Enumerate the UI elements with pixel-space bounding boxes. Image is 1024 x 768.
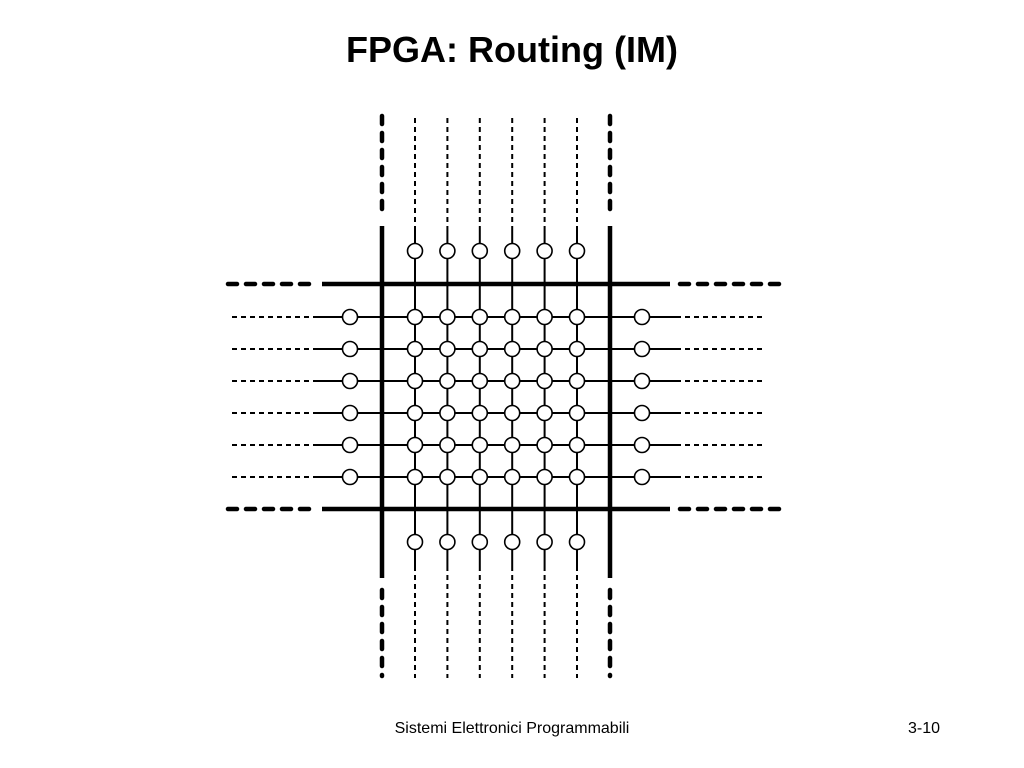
switch-point-matrix-r3-c3: [471, 372, 489, 390]
switch-point-matrix-r5-c3: [471, 436, 489, 454]
switch-point-matrix-r6-c3: [471, 468, 489, 486]
switch-point-matrix-r4-c2: [439, 404, 456, 422]
switch-point-left-1: [341, 308, 359, 326]
switch-point-right-2: [633, 340, 651, 358]
switch-point-matrix-r6-c2: [439, 468, 456, 486]
switch-point-bottom-1: [406, 533, 424, 551]
switch-point-left-3: [341, 372, 359, 390]
switch-point-right-6: [633, 468, 651, 486]
switch-point-matrix-r6-c5: [536, 468, 553, 486]
switch-point-matrix-r5-c6: [568, 436, 586, 454]
switch-point-top-4: [503, 242, 521, 260]
switch-point-top-6: [568, 242, 586, 260]
switch-point-matrix-r5-c5: [536, 436, 553, 454]
switch-point-bottom-6: [568, 533, 586, 551]
switch-point-matrix-r4-c3: [471, 404, 489, 422]
switch-point-matrix-r2-c5: [536, 340, 553, 358]
switch-point-top-5: [536, 242, 553, 260]
switch-point-matrix-r5-c1: [406, 436, 424, 454]
switch-point-matrix-r1-c4: [503, 308, 521, 326]
switch-point-matrix-r1-c6: [568, 308, 586, 326]
switch-point-matrix-r3-c2: [439, 372, 456, 390]
switch-point-matrix-r3-c1: [406, 372, 424, 390]
switch-point-right-4: [633, 404, 651, 422]
switch-point-left-5: [341, 436, 359, 454]
switch-point-matrix-r3-c5: [536, 372, 553, 390]
switch-point-top-3: [471, 242, 489, 260]
switch-point-matrix-r2-c6: [568, 340, 586, 358]
switch-point-matrix-r4-c4: [503, 404, 521, 422]
switch-point-left-2: [341, 340, 359, 358]
footer-course-name: Sistemi Elettronici Programmabili: [394, 720, 630, 737]
switch-point-matrix-r4-c5: [536, 404, 553, 422]
switch-point-top-2: [439, 242, 456, 260]
switch-point-bottom-5: [536, 533, 553, 551]
switch-point-matrix-r1-c3: [471, 308, 489, 326]
switch-point-matrix-r4-c6: [568, 404, 586, 422]
switch-point-matrix-r6-c1: [406, 468, 424, 486]
switch-point-right-3: [633, 372, 651, 390]
switch-point-matrix-r2-c4: [503, 340, 521, 358]
switch-point-top-1: [406, 242, 424, 260]
switch-point-bottom-4: [503, 533, 521, 551]
switch-point-bottom-3: [471, 533, 489, 551]
switch-point-matrix-r2-c2: [439, 340, 456, 358]
switch-point-matrix-r6-c6: [568, 468, 586, 486]
switch-point-left-4: [341, 404, 359, 422]
page-number: 3-10: [907, 720, 940, 737]
switch-point-matrix-r3-c6: [568, 372, 586, 390]
switch-point-matrix-r2-c1: [406, 340, 424, 358]
switch-point-matrix-r1-c2: [439, 308, 456, 326]
switch-point-bottom-2: [439, 533, 456, 551]
switch-point-matrix-r1-c5: [536, 308, 553, 326]
switch-point-matrix-r3-c4: [503, 372, 521, 390]
slide-title: FPGA: Routing (IM): [346, 29, 678, 70]
switch-point-matrix-r4-c1: [406, 404, 424, 422]
switch-point-right-1: [633, 308, 651, 326]
switch-point-right-5: [633, 436, 651, 454]
switch-point-matrix-r5-c2: [439, 436, 456, 454]
switch-point-matrix-r2-c3: [471, 340, 489, 358]
switch-point-left-6: [341, 468, 359, 486]
switch-point-matrix-r5-c4: [503, 436, 521, 454]
switch-point-matrix-r1-c1: [406, 308, 424, 326]
switch-point-matrix-r6-c4: [503, 468, 521, 486]
